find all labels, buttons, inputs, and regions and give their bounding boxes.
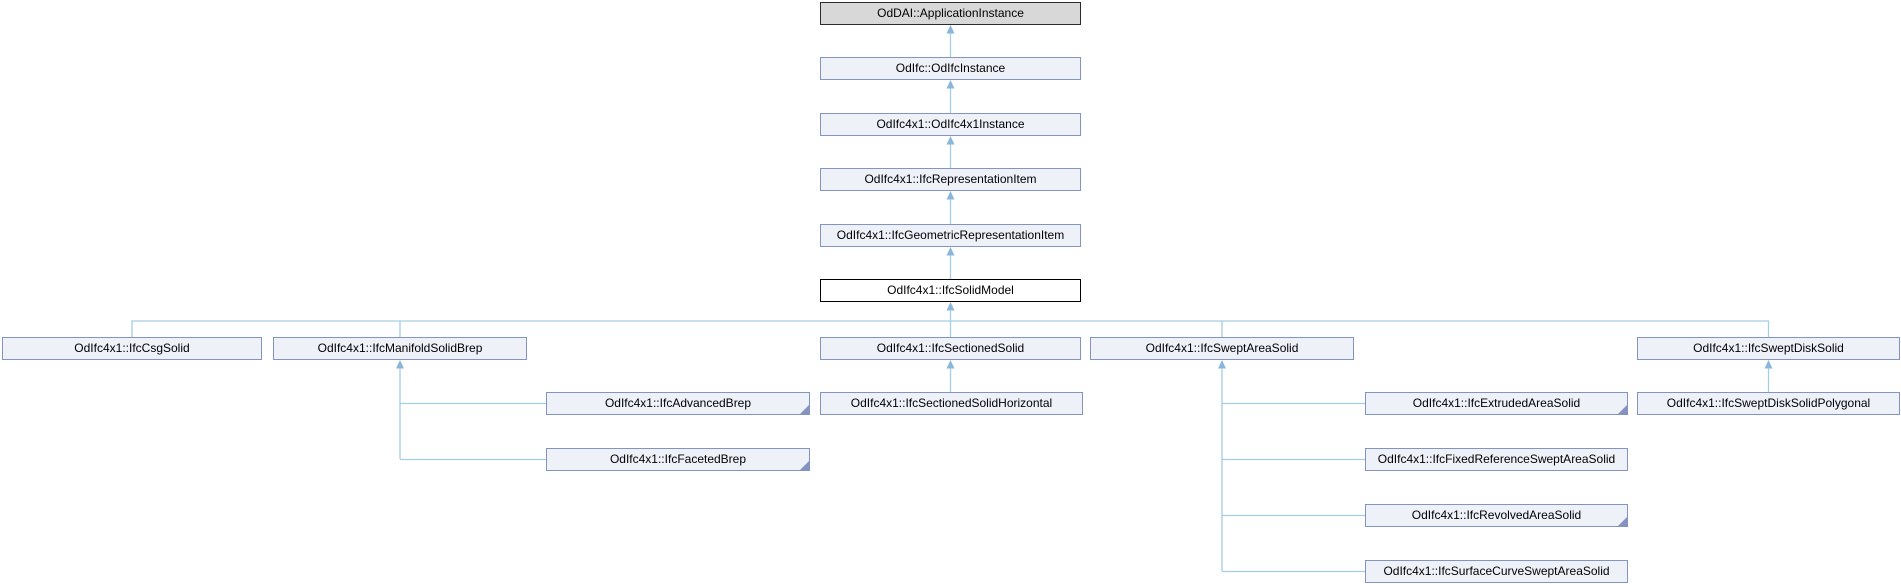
edge-sectioned-children [946, 360, 955, 392]
edge-sweptdisk-children [1764, 360, 1773, 392]
edge-sweptarea-children [1218, 360, 1365, 573]
edge-solidmodel-children [131, 302, 1770, 337]
arrow-up-icon [946, 25, 955, 34]
class-node-ifc-swept-area-solid[interactable]: OdIfc4x1::IfcSweptAreaSolid [1090, 337, 1354, 360]
class-node-ifc-extruded-area-solid[interactable]: OdIfc4x1::IfcExtrudedAreaSolid [1365, 392, 1628, 415]
class-node-oddai-applicationinstance: OdDAI::ApplicationInstance [820, 2, 1081, 25]
class-node-odifc4x1-instance[interactable]: OdIfc4x1::OdIfc4x1Instance [820, 113, 1081, 136]
class-node-ifc-swept-disk-solid[interactable]: OdIfc4x1::IfcSweptDiskSolid [1637, 337, 1900, 360]
edge-manifold-children [396, 360, 546, 461]
class-node-ifc-swept-disk-solid-polygonal[interactable]: OdIfc4x1::IfcSweptDiskSolidPolygonal [1637, 392, 1900, 415]
class-node-ifc-csg-solid[interactable]: OdIfc4x1::IfcCsgSolid [2, 337, 262, 360]
class-node-ifc-manifold-solid-brep[interactable]: OdIfc4x1::IfcManifoldSolidBrep [273, 337, 527, 360]
arrow-up-icon [946, 80, 955, 89]
arrow-up-icon [1764, 360, 1773, 369]
arrow-up-icon [946, 360, 955, 369]
class-node-ifc-advanced-brep[interactable]: OdIfc4x1::IfcAdvancedBrep [546, 392, 810, 415]
edge-chain [946, 25, 955, 279]
arrow-up-icon [946, 247, 955, 256]
class-node-ifc-solid-model: OdIfc4x1::IfcSolidModel [820, 279, 1081, 302]
arrow-up-icon [396, 360, 404, 369]
arrow-up-icon [946, 302, 955, 311]
class-node-ifc-sectioned-solid-horizontal[interactable]: OdIfc4x1::IfcSectionedSolidHorizontal [820, 392, 1083, 415]
class-node-ifc-representation-item[interactable]: OdIfc4x1::IfcRepresentationItem [820, 168, 1081, 191]
class-node-ifc-sectioned-solid[interactable]: OdIfc4x1::IfcSectionedSolid [820, 337, 1081, 360]
class-node-ifc-surface-curve-swept-area-solid[interactable]: OdIfc4x1::IfcSurfaceCurveSweptAreaSolid [1365, 560, 1628, 583]
arrow-up-icon [1218, 360, 1226, 369]
class-node-ifc-revolved-area-solid[interactable]: OdIfc4x1::IfcRevolvedAreaSolid [1365, 504, 1628, 527]
arrow-up-icon [946, 136, 955, 145]
class-node-ifc-faceted-brep[interactable]: OdIfc4x1::IfcFacetedBrep [546, 448, 810, 471]
class-node-odifc-odifcinstance[interactable]: OdIfc::OdIfcInstance [820, 57, 1081, 80]
arrow-up-icon [946, 191, 955, 200]
class-node-ifc-fixed-reference-swept-area-solid[interactable]: OdIfc4x1::IfcFixedReferenceSweptAreaSoli… [1365, 448, 1628, 471]
class-node-ifc-geometric-representation-item[interactable]: OdIfc4x1::IfcGeometricRepresentationItem [820, 224, 1081, 247]
